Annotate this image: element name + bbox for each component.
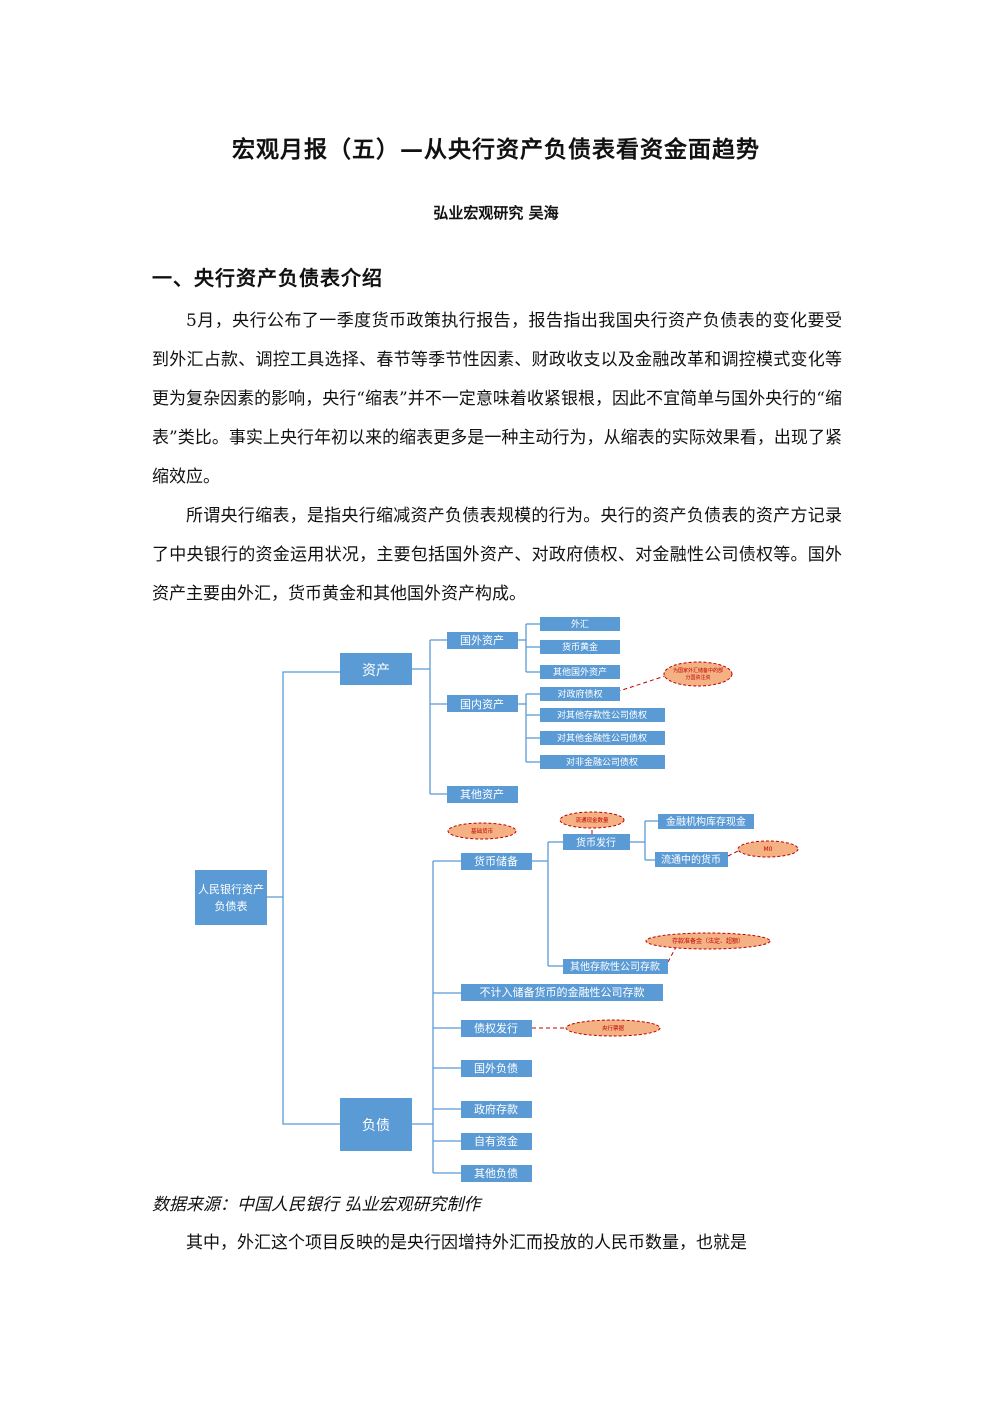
non-reserve-node: [461, 984, 663, 1001]
note-m0-label: M0: [764, 846, 773, 853]
domestic-assets-label: 国内资产: [460, 697, 504, 711]
note-bond: [565, 1019, 661, 1037]
gold-label: 货币黄金: [562, 641, 598, 653]
reserve-money-node: [461, 853, 532, 870]
odc-deposits-label: 其他存款性公司存款: [570, 960, 660, 973]
vault-cash-node: [658, 814, 754, 829]
paragraph-2: 所谓央行缩表，是指央行缩减资产负债表规模的行为。央行的资产负债表的资产方记录了中…: [152, 506, 842, 604]
claims-ofc-label: 对其他金融性公司债权: [557, 732, 647, 744]
claims-gov-label: 对政府债权: [557, 688, 602, 700]
paragraph-1: 5月，央行公布了一季度货币政策执行报告，报告指出我国央行资产负债表的变化要受到外…: [152, 311, 842, 487]
reserve-money-label: 货币储备: [474, 854, 518, 868]
data-source-caption: 数据来源：中国人民银行 弘业宏观研究制作: [152, 1195, 481, 1215]
document-title: 宏观月报（五）—从央行资产负债表看资金面趋势: [232, 136, 760, 163]
foreign-assets-node: [447, 632, 518, 649]
m0-label: 流通中的货币: [661, 853, 721, 866]
foreign-assets-label: 国外资产: [460, 633, 504, 647]
other-liab-label: 其他负债: [474, 1166, 518, 1180]
root-node: [195, 870, 267, 925]
bond-issue-label: 债权发行: [474, 1021, 518, 1035]
other-assets-label: 其他资产: [460, 787, 504, 801]
note-currency-issue-label: 流通现金数量: [575, 816, 609, 824]
non-reserve-label: 不计入储备货币的金融性公司存款: [480, 985, 645, 999]
note-currency-issue: [559, 811, 625, 829]
connector-lines: [267, 623, 658, 1174]
gov-deposits-label: 政府存款: [474, 1102, 518, 1116]
claims-ofc-node: [540, 731, 665, 745]
note-m0: [737, 840, 799, 858]
other-foreign-label: 其他国外资产: [553, 666, 607, 678]
note-claims-gov-label: 为国家外汇储备中的部分国资注资: [673, 667, 723, 681]
root-label: 人民银行资产负债表: [198, 882, 264, 913]
claims-odc-label: 对其他存款性公司债权: [557, 709, 647, 721]
liabilities-label: 负债: [362, 1118, 390, 1134]
own-funds-label: 自有资金: [474, 1134, 518, 1148]
claims-odc-node: [540, 708, 665, 722]
note-reserve-money: [447, 822, 517, 840]
currency-issue-label: 货币发行: [576, 836, 616, 849]
other-foreign-node: [540, 665, 620, 679]
own-funds-node: [461, 1133, 532, 1150]
gold-node: [540, 640, 620, 654]
forex-node: [540, 617, 620, 631]
forex-label: 外汇: [571, 618, 589, 630]
note-odc-label: 存款准备金（法定、超额）: [672, 937, 744, 945]
bond-issue-node: [461, 1020, 532, 1037]
currency-issue-node: [563, 834, 630, 850]
claims-gov-node: [540, 687, 620, 701]
note-reserve-money-label: 基础货币: [471, 827, 494, 835]
foreign-liab-node: [461, 1060, 532, 1077]
foreign-liab-label: 国外负债: [474, 1061, 518, 1075]
note-connectors: [481, 675, 741, 1029]
note-bond-label: 央行票据: [602, 1024, 625, 1032]
claims-nfc-node: [540, 755, 665, 769]
claims-nfc-label: 对非金融公司债权: [566, 756, 638, 768]
liabilities-node: [340, 1098, 412, 1151]
odc-deposits-node: [563, 959, 668, 974]
author-line: 弘业宏观研究 吴海: [433, 204, 559, 222]
domestic-assets-node: [447, 695, 518, 712]
assets-node: [340, 653, 412, 685]
vault-cash-label: 金融机构库存现金: [666, 815, 746, 828]
m0-node: [655, 852, 728, 867]
assets-label: 资产: [362, 663, 390, 679]
section-heading: 一、央行资产负债表介绍: [152, 266, 383, 290]
other-assets-node: [447, 786, 518, 803]
note-odc: [645, 932, 771, 950]
gov-deposits-node: [461, 1101, 532, 1118]
note-claims-gov: [663, 661, 733, 687]
other-liab-node: [461, 1165, 532, 1182]
paragraph-3: 其中，外汇这个项目反映的是央行因增持外汇而投放的人民币数量，也就是: [186, 1233, 747, 1253]
